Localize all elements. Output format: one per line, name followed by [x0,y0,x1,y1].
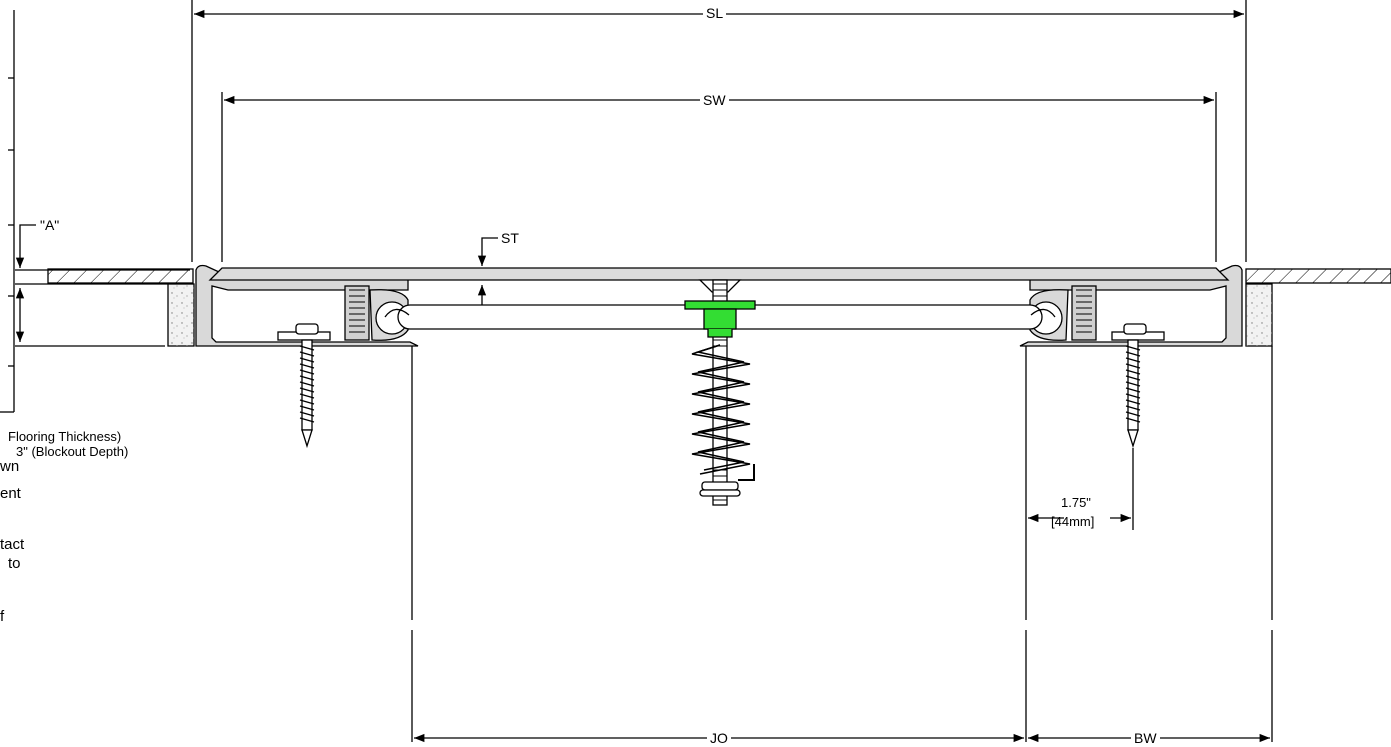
note-fragment-2: ent [0,485,21,502]
sw-label: SW [700,93,729,107]
offset-mm-label: [44mm] [1051,514,1095,529]
note-fragment-3: tact [0,536,25,553]
note-fragment-1: wn [0,458,20,475]
bw-label: BW [1131,731,1160,745]
jo-label: JO [707,731,731,745]
left-frame-rail [195,264,419,347]
note-fragment-5: f [0,608,5,625]
left-vertical-dimension [0,10,190,413]
st-label: ST [501,230,519,246]
joint-walls [411,346,1273,742]
center-spring-assembly [684,279,756,506]
right-floor-slab [1245,268,1391,347]
cover-plate [208,267,1230,293]
sl-dimension [191,0,1247,262]
flooring-thickness-label: Flooring Thickness) [8,429,122,444]
sl-label: SL [703,6,727,20]
a-label: "A" [40,217,60,233]
blockout-depth-label: 3" (Blockout Depth) [16,444,129,459]
sw-dimension [221,92,1217,262]
note-fragment-4: to [8,555,21,572]
right-anchor-screw [1111,323,1165,449]
offset-dimension [1028,448,1134,530]
offset-inch-label: 1.75" [1061,495,1091,510]
left-anchor-screw [277,323,331,449]
left-floor-slab [47,268,195,347]
